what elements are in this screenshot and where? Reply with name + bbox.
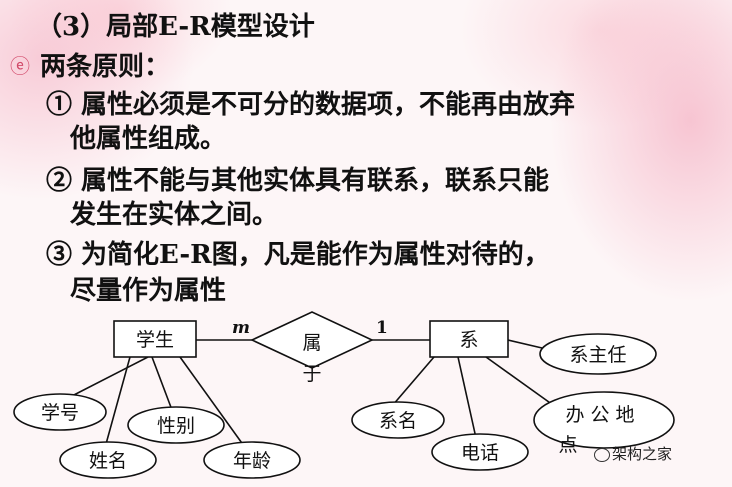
rule-2-line2: 发生在实体之间。 xyxy=(70,200,279,230)
line-student-sid xyxy=(67,356,149,399)
slide-title: （3）局部E-R模型设计 xyxy=(36,12,315,42)
attr-student-gender xyxy=(127,406,225,444)
line-dept-head xyxy=(507,339,543,349)
attr-student-age xyxy=(203,441,301,479)
attr-dept-name xyxy=(351,401,445,439)
cardinality-m: m xyxy=(232,318,250,338)
entity-dept-label: 系 xyxy=(459,329,478,351)
line-dept-office xyxy=(485,356,561,411)
line-student-age xyxy=(179,356,245,447)
entity-student xyxy=(113,320,197,358)
wechat-icon xyxy=(594,448,610,462)
line-student-name xyxy=(105,356,131,445)
attr-student-id-label: 学号 xyxy=(41,402,79,424)
rule-3-line2: 尽量作为属性 xyxy=(70,276,227,306)
entity-dept xyxy=(429,320,509,358)
rule-3-line1: ③ 为简化E-R图，凡是能作为属性对待的， xyxy=(46,240,550,270)
line-dept-deptname xyxy=(391,356,435,407)
line-dept-phone xyxy=(457,356,477,439)
attr-student-gender-label: 性别 xyxy=(157,415,195,437)
bullet-swirl-icon: ⓔ xyxy=(10,54,30,78)
relationship-belongs xyxy=(250,311,374,369)
attr-student-name xyxy=(59,441,157,479)
attr-student-name-label: 姓名 xyxy=(89,450,127,472)
rules-heading: 两条原则： xyxy=(40,52,171,82)
attr-dept-phone xyxy=(431,433,529,471)
relationship-label-line2: 于 xyxy=(302,363,321,385)
attr-dept-head xyxy=(539,333,657,375)
relationship-label-line1: 属 xyxy=(302,332,321,354)
rule-1-line2: 他属性组成。 xyxy=(70,124,227,154)
watermark-text: 架构之家 xyxy=(612,445,673,463)
attr-dept-office-label-line2: 点 xyxy=(558,434,577,456)
rule-1-line1: ① 属性必须是不可分的数据项，不能再由放弃 xyxy=(46,90,576,120)
line-student-gender xyxy=(151,356,173,411)
attr-dept-head-label: 系主任 xyxy=(569,344,626,366)
rule-2-line1: ② 属性不能与其他实体具有联系，联系只能 xyxy=(46,166,550,196)
attr-dept-name-label: 系名 xyxy=(379,410,417,432)
attr-student-id xyxy=(13,393,107,431)
attr-dept-phone-label: 电话 xyxy=(461,442,499,464)
cardinality-1: 1 xyxy=(376,318,388,338)
attr-student-age-label: 年龄 xyxy=(233,450,271,472)
entity-student-label: 学生 xyxy=(136,329,174,351)
attr-dept-office-label-line1: 办 公 地 xyxy=(565,404,634,426)
